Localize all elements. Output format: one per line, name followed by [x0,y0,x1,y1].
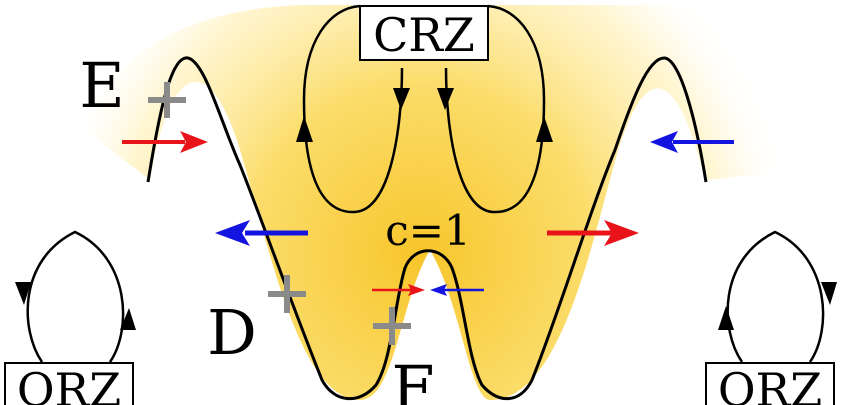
blue-arrow-small-icon [430,284,484,296]
orz-left-label: ORZ [17,363,121,405]
red-arrow-left-top-icon [122,131,208,153]
orz-right-loop [726,230,825,363]
crz-right-down-arrow-icon [437,88,454,110]
blue-arrow-right-top-icon [650,131,734,153]
orz-right-down-arrow-icon [821,282,837,305]
orz-left-up-arrow-icon [120,308,136,330]
orz-right-up-arrow-icon [718,306,734,330]
c-value-label: c=1 [385,206,470,255]
crz-left-up-arrow-icon [296,116,313,142]
crz-box [359,5,489,61]
orz-left-box [4,362,134,405]
crz-left-down-arrow-icon [393,88,410,110]
crz-left-loop [302,4,404,214]
crz-label: CRZ [373,8,475,62]
orz-left-down-arrow-icon [15,282,31,305]
crz-right-loop [444,4,546,214]
wavy-boundary-curve [146,56,708,401]
orz-right-box [705,362,835,405]
glow-region [85,5,805,400]
plus-marker-f-icon [373,307,411,345]
red-arrow-right-mid-icon [547,220,639,246]
red-arrow-small-icon [372,284,425,296]
orz-left-loop [26,230,125,363]
orz-right-label: ORZ [718,363,822,405]
blue-arrow-left-mid-icon [215,220,308,246]
point-d-label: D [207,296,257,369]
plus-marker-e-icon [148,82,186,118]
point-e-label: E [79,49,124,122]
point-f-label: F [391,352,434,405]
crz-right-up-arrow-icon [536,116,553,142]
plus-marker-d-icon [268,275,306,313]
